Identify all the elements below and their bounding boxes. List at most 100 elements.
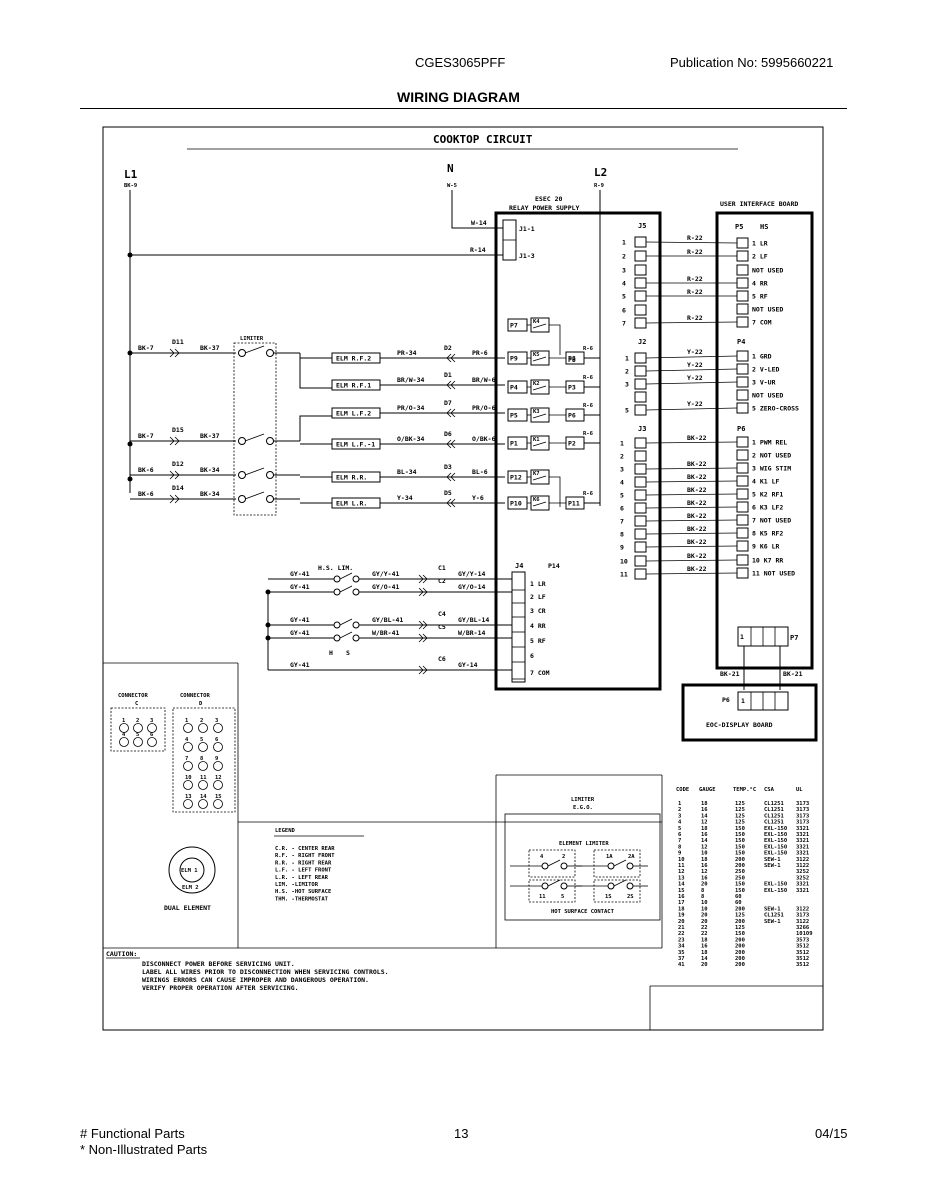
feed-diode-label: D14	[172, 484, 184, 492]
table-cell: 150	[735, 888, 745, 894]
gy41-node	[265, 589, 271, 595]
ego-switch-blade	[547, 859, 561, 867]
relay-terminal-label: P4	[510, 384, 518, 392]
interconnect-wire-label: R-22	[687, 248, 703, 256]
p6-pin-label: 5 K2 RF1	[752, 491, 783, 499]
interconnect-wire-label: BK-22	[687, 460, 707, 468]
legend-item: R.F. - RIGHT FRONT	[275, 853, 335, 859]
relay-contact	[532, 385, 547, 391]
eoc-p6-pin-1: 1	[741, 697, 745, 705]
table-cell: 18	[701, 857, 708, 863]
table-cell: 22	[701, 931, 708, 937]
hs-switch-blade	[339, 618, 353, 626]
circuit-title: COOKTOP CIRCUIT	[433, 133, 533, 146]
interconnect-wire-label: R-22	[687, 275, 703, 283]
j2-pin-number: 3	[625, 381, 629, 389]
r6-label: R-6	[583, 491, 594, 497]
j4-connector	[511, 571, 526, 683]
relay-contact	[532, 356, 547, 362]
table-cell: 3173	[796, 913, 809, 919]
p7-uib-label: P7	[790, 634, 798, 642]
relay-contact	[532, 475, 547, 481]
j3-pin	[634, 463, 647, 475]
p4-pin	[736, 376, 749, 388]
j2-pin-number: 5	[625, 407, 629, 415]
j1-3-label: J1-3	[519, 252, 535, 260]
p6-pin-label: 4 K1 LF	[752, 478, 779, 486]
ego-terminal	[541, 882, 549, 890]
j3-pin	[634, 541, 647, 553]
table-cell: CL1251	[764, 807, 785, 813]
element-label: ELM L.F.2	[336, 410, 371, 418]
p5-pin-label: 4 RR	[752, 280, 768, 288]
relay-terminal-label: P6	[568, 412, 576, 420]
table-cell: 150	[735, 851, 745, 857]
interconnect-wire-label: Y-22	[687, 374, 703, 382]
l1-wire: BK-9	[124, 183, 137, 189]
table-cell: CL1251	[764, 820, 785, 826]
j3-pin	[634, 502, 647, 514]
diode-label: D2	[444, 344, 452, 352]
p5-pin	[736, 290, 749, 302]
feed-wire-label: BK-34	[200, 466, 220, 474]
connector-mark	[446, 439, 456, 449]
table-cell: 200	[735, 944, 745, 950]
table-cell: 3512	[796, 962, 809, 968]
limiter-title: LIMITER	[240, 336, 264, 342]
relay-k-label: K2	[533, 381, 540, 387]
connector-d-pin-number: 9	[215, 756, 218, 762]
table-cell: 22	[701, 925, 708, 931]
ego-terminal-number: 2A	[628, 854, 635, 860]
hs-out-label: W/BR-14	[458, 629, 485, 637]
feed-wire-label: BK-37	[200, 344, 220, 352]
feed-diode-label: D12	[172, 460, 184, 468]
relay-terminal-label: P1	[510, 440, 518, 448]
table-cell: 8	[701, 888, 704, 894]
table-cell: 14	[678, 882, 685, 888]
limiter-terminal	[238, 437, 246, 445]
legend-item: THM. -THERMOSTAT	[275, 896, 329, 902]
p6-pin	[736, 567, 749, 579]
hs-label: HS	[760, 223, 768, 231]
table-cell: 200	[735, 962, 745, 968]
table-cell: 200	[735, 906, 745, 912]
table-cell: 200	[735, 950, 745, 956]
ego-terminal-number: 5	[561, 894, 564, 900]
connector-d-pin-number: 10	[185, 775, 192, 781]
p5-pin-label: 1 LR	[752, 240, 768, 248]
hs-terminal	[352, 621, 360, 629]
interconnect-wire	[645, 480, 738, 483]
gy41-label: GY-41	[290, 616, 310, 624]
r6-label: R-6	[583, 346, 594, 352]
dual-element-outer	[168, 846, 216, 894]
table-cell: 18	[678, 906, 685, 912]
table-cell: 3252	[796, 869, 809, 875]
relay-k-label: K3	[533, 409, 540, 415]
p7-pin-1: 1	[740, 633, 744, 641]
element-label: ELM L.R.	[336, 500, 367, 508]
table-cell: 18	[701, 950, 708, 956]
p6-pin	[736, 449, 749, 461]
bk21-right: BK-21	[783, 670, 803, 678]
limiter-ego-1: LIMITER	[571, 797, 595, 803]
table-cell: 200	[735, 956, 745, 962]
p6-pin	[736, 501, 749, 513]
interconnect-wire-label: BK-22	[687, 473, 707, 481]
interconnect-wire-label: BK-22	[687, 538, 707, 546]
diode-label: D5	[444, 489, 452, 497]
p6-pin	[736, 540, 749, 552]
relay-k-label: K6	[533, 497, 540, 503]
table-cell: 10	[701, 851, 708, 857]
element-label: ELM R.F.1	[336, 382, 371, 390]
header-rule	[80, 108, 847, 109]
connector-c	[110, 707, 166, 752]
table-cell: 16	[701, 944, 708, 950]
j5-pin	[634, 277, 647, 289]
r14-label: R-14	[470, 246, 486, 254]
connector-d-letter: D	[199, 701, 203, 707]
gy41-label: GY-41	[290, 583, 310, 591]
connector-d-pin	[198, 761, 208, 771]
table-cell: 150	[735, 838, 745, 844]
